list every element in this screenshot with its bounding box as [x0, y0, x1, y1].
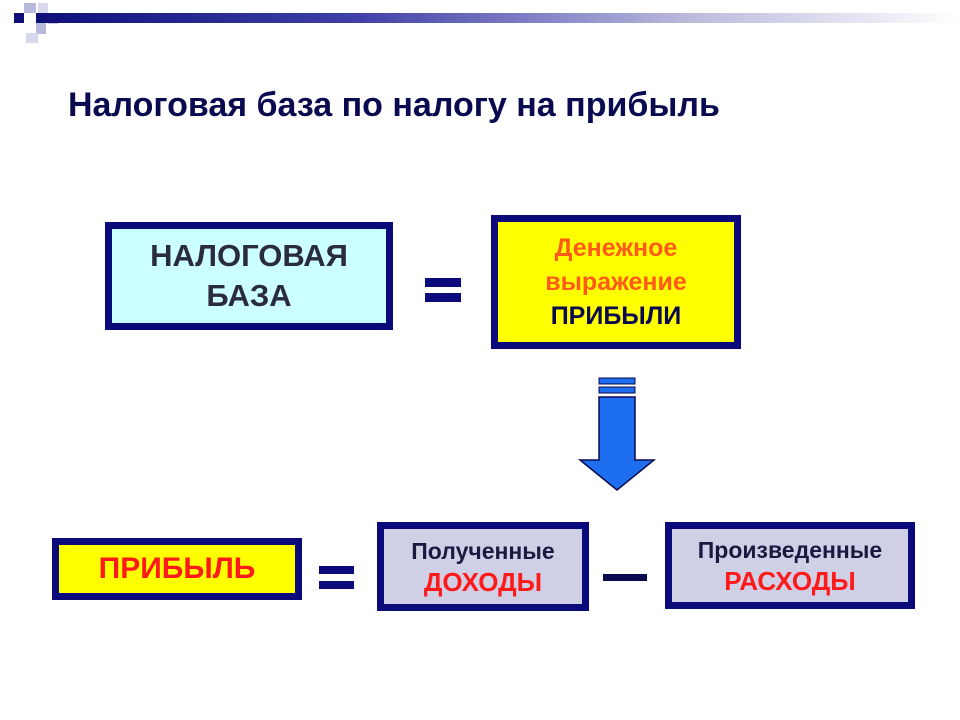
tax-base-line2: БАЗА	[206, 278, 292, 313]
corner-decoration	[0, 0, 70, 60]
corner-square	[24, 3, 36, 13]
money-line2: выражение	[545, 268, 687, 296]
corner-square	[24, 13, 36, 23]
corner-square	[36, 22, 46, 34]
equals-sign-bottom-bar1	[319, 566, 354, 574]
money-line3: ПРИБЫЛИ	[550, 302, 682, 330]
income-line1: Полученные	[411, 537, 555, 564]
equals-sign-top-bar2	[425, 293, 461, 302]
header-rule	[36, 13, 960, 23]
slide-title: Налоговая база по налогу на прибыль	[68, 86, 720, 124]
down-arrow-icon	[577, 377, 657, 491]
arrow-body	[577, 396, 657, 491]
arrow-stripe	[598, 386, 636, 394]
corner-square	[14, 13, 24, 23]
money-expression-box: Денежное выражение ПРИБЫЛИ	[491, 215, 741, 349]
equals-sign-top-bar1	[425, 278, 461, 287]
income-box: Полученные ДОХОДЫ	[377, 522, 589, 611]
arrow-stripe	[598, 377, 636, 385]
money-line1: Денежное	[554, 234, 678, 262]
equals-sign-bottom-bar2	[319, 581, 354, 589]
minus-sign	[603, 574, 647, 581]
corner-square	[26, 33, 38, 43]
tax-base-line1: НАЛОГОВАЯ	[150, 238, 348, 273]
corner-square	[38, 3, 48, 13]
expense-line2: РАСХОДЫ	[724, 565, 856, 596]
expense-line1: Произведенные	[697, 536, 883, 563]
profit-box: ПРИБЫЛЬ	[52, 538, 302, 600]
profit-label: ПРИБЫЛЬ	[98, 552, 256, 585]
expense-box: Произведенные РАСХОДЫ	[665, 522, 915, 609]
income-line2: ДОХОДЫ	[423, 566, 543, 597]
tax-base-box: НАЛОГОВАЯ БАЗА	[105, 222, 393, 330]
